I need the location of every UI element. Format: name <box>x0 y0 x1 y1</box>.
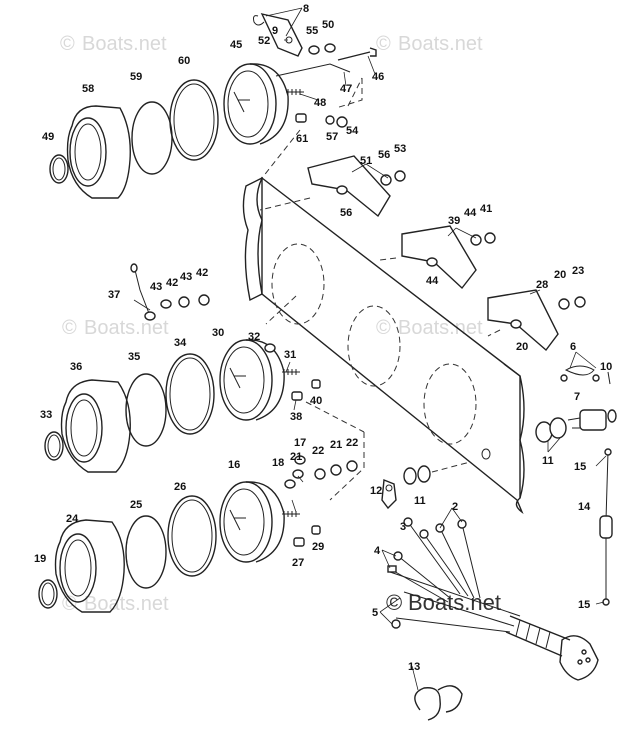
label-29: 29 <box>312 541 324 553</box>
label-39: 39 <box>448 215 460 227</box>
label-7: 7 <box>574 391 580 403</box>
label-2: 2 <box>452 501 458 513</box>
label-52: 52 <box>258 35 270 47</box>
label-11b: 11 <box>542 455 554 467</box>
label-22b: 22 <box>346 437 358 449</box>
watermark-symbol: © <box>60 33 75 55</box>
watermarks: © Boats.net © Boats.net © Boats.net © Bo… <box>60 33 501 615</box>
label-60: 60 <box>178 55 190 67</box>
watermark-text: Boats.net <box>398 317 483 339</box>
label-5: 5 <box>372 607 378 619</box>
label-54: 54 <box>346 125 359 137</box>
label-19: 19 <box>34 553 46 565</box>
label-42b: 42 <box>196 267 208 279</box>
label-13: 13 <box>408 661 420 673</box>
label-45: 45 <box>230 39 242 51</box>
label-15b: 15 <box>578 599 590 611</box>
label-27: 27 <box>292 557 304 569</box>
label-6: 6 <box>570 341 576 353</box>
label-38: 38 <box>290 411 302 423</box>
label-18: 18 <box>272 457 284 469</box>
label-12: 12 <box>370 485 382 497</box>
label-11: 11 <box>414 495 426 507</box>
label-22: 22 <box>312 445 324 457</box>
label-23: 23 <box>572 265 584 277</box>
label-34: 34 <box>174 337 187 349</box>
label-57: 57 <box>326 131 338 143</box>
label-35: 35 <box>128 351 140 363</box>
label-15: 15 <box>574 461 586 473</box>
label-20b: 20 <box>516 341 528 353</box>
label-17: 17 <box>294 437 306 449</box>
label-42: 42 <box>166 277 178 289</box>
label-51: 51 <box>360 155 372 167</box>
label-20: 20 <box>554 269 566 281</box>
label-44b: 44 <box>426 275 439 287</box>
watermark-text: Boats.net <box>398 33 483 55</box>
part-labels: 8 9 50 55 52 45 46 47 48 60 59 58 49 61 … <box>34 3 612 673</box>
label-16: 16 <box>228 459 240 471</box>
label-49: 49 <box>42 131 54 143</box>
label-56b: 56 <box>340 207 352 219</box>
label-30: 30 <box>212 327 224 339</box>
label-21b: 21 <box>330 439 342 451</box>
label-44: 44 <box>464 207 477 219</box>
watermark-text: Boats.net <box>84 317 169 339</box>
top-gauge-assembly <box>49 12 377 199</box>
label-61: 61 <box>296 133 308 145</box>
label-26: 26 <box>174 481 186 493</box>
label-25: 25 <box>130 499 142 511</box>
label-48: 48 <box>314 97 326 109</box>
assembly-lines <box>259 77 501 501</box>
label-33: 33 <box>40 409 52 421</box>
label-28: 28 <box>536 279 548 291</box>
leader-lines <box>133 7 607 691</box>
label-50: 50 <box>322 19 334 31</box>
label-59: 59 <box>130 71 142 83</box>
label-46: 46 <box>372 71 384 83</box>
label-37: 37 <box>108 289 120 301</box>
brackets <box>307 155 586 352</box>
label-21: 21 <box>290 451 302 463</box>
bottom-gauge-assembly <box>38 455 358 613</box>
label-47: 47 <box>340 83 352 95</box>
watermark-text: Boats.net <box>82 33 167 55</box>
label-14: 14 <box>578 501 591 513</box>
label-53: 53 <box>394 143 406 155</box>
label-41: 41 <box>480 203 492 215</box>
watermark-symbol: © <box>376 33 391 55</box>
label-31: 31 <box>284 349 296 361</box>
middle-gauge-assembly <box>44 263 321 473</box>
label-36: 36 <box>70 361 82 373</box>
label-4: 4 <box>374 545 381 557</box>
label-56: 56 <box>378 149 390 161</box>
label-43b: 43 <box>180 271 192 283</box>
ignition-switch <box>381 365 617 606</box>
watermark-text: Boats.net <box>84 593 169 615</box>
label-40: 40 <box>310 395 322 407</box>
wiring-harness <box>387 517 599 721</box>
label-8: 8 <box>303 3 309 15</box>
watermark-symbol: © <box>62 317 77 339</box>
label-58: 58 <box>82 83 94 95</box>
label-9: 9 <box>272 25 278 37</box>
label-43: 43 <box>150 281 162 293</box>
watermark-symbol: © <box>376 317 391 339</box>
label-32: 32 <box>248 331 260 343</box>
label-3: 3 <box>400 521 406 533</box>
label-24: 24 <box>66 513 79 525</box>
dash-panel <box>242 176 525 514</box>
label-10: 10 <box>600 361 612 373</box>
watermark-symbol: © <box>62 593 77 615</box>
label-55: 55 <box>306 25 318 37</box>
